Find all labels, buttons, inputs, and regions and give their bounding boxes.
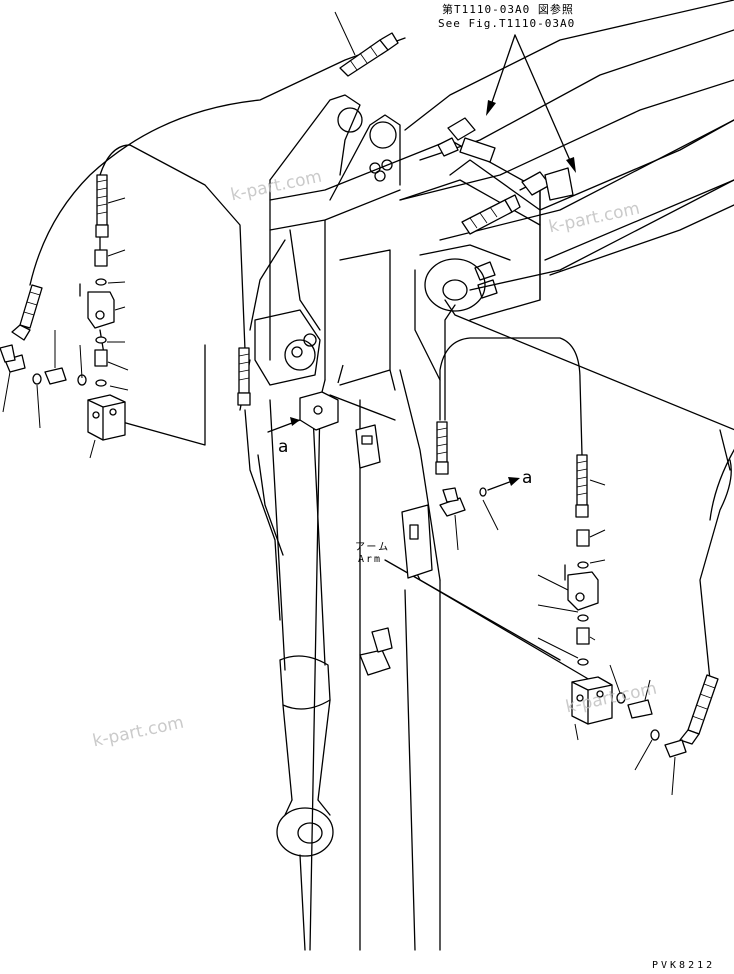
reference-arrows [486,34,576,173]
arm-junction-block [299,391,339,431]
left-elbow-fittings [0,344,87,386]
right-piping [407,304,734,681]
right-hose-middle [435,421,449,475]
view-a-arrows [267,417,520,491]
view-mark-left: a [278,437,289,457]
view-mark-right: a [522,468,533,488]
left-valve-block [87,394,126,441]
boom-arm-structure [239,0,734,951]
arm-cylinder [269,394,334,951]
right-leader-lines [454,479,676,796]
right-elbow-fittings [439,487,687,758]
right-hose-lower [575,454,589,518]
left-hose-upper [95,174,109,238]
right-fitting-stack [564,529,599,666]
left-hose-diag [11,284,43,341]
right-valve-block [571,676,613,725]
left-hose-top [339,32,399,77]
reference-note-jp: 第T1110-03A0 図参照 [442,3,574,16]
left-leader-lines [2,11,356,459]
boom-top-fittings [337,117,574,384]
arm-label-en: Arm [358,554,383,565]
left-fitting-stack [79,249,115,387]
left-hose-middle [237,347,251,406]
drawing-code: PVK8212 [652,960,716,971]
arm-clamps [355,424,433,676]
left-piping [29,37,406,621]
reference-note-en: See Fig.T1110-03A0 [438,17,576,30]
right-hose-diag [679,674,719,745]
arm-label-jp: アーム [355,542,391,553]
